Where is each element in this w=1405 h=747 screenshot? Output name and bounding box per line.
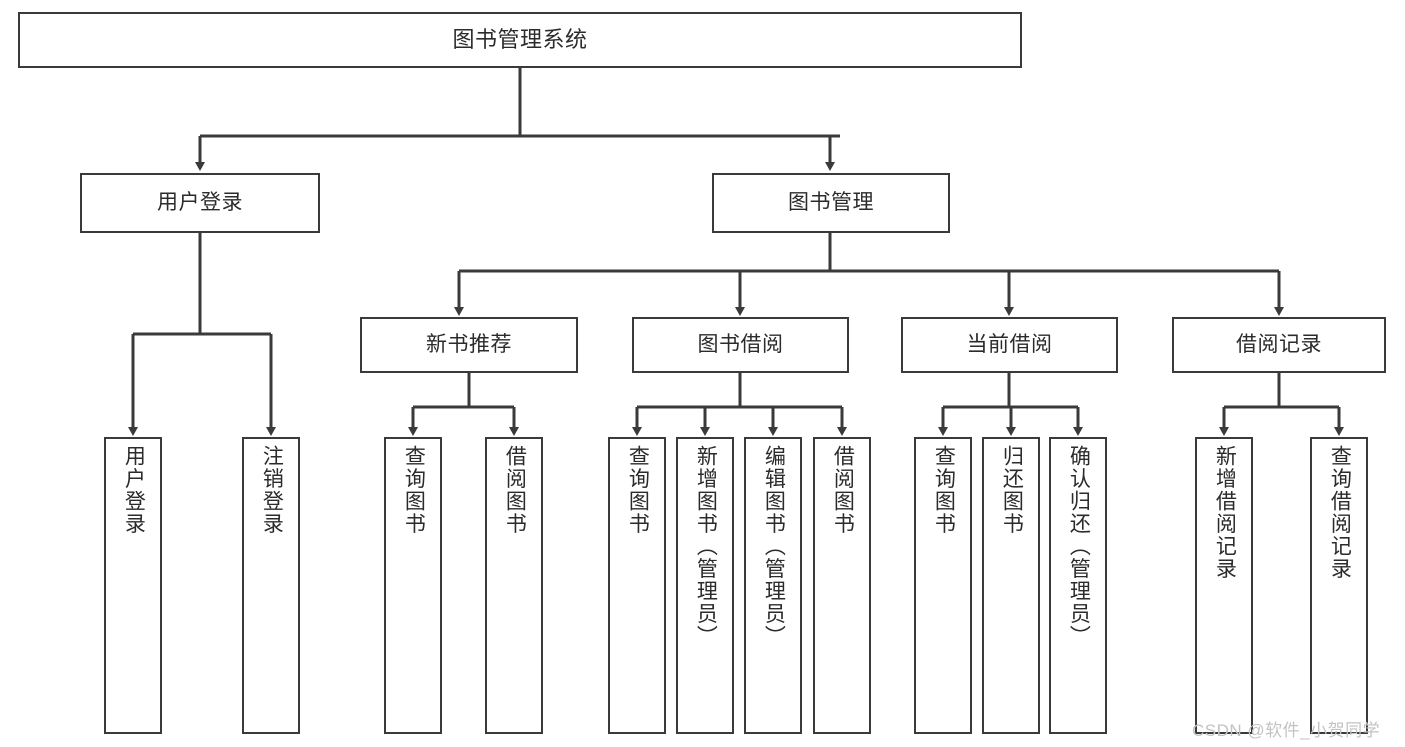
leaf-label: 查询借阅记录 xyxy=(1328,445,1352,580)
node-borrow-record[interactable]: 借阅记录 xyxy=(1172,317,1386,373)
leaf-current-borrow-return-book[interactable]: 归还图书 xyxy=(982,437,1040,734)
node-user-login[interactable]: 用户登录 xyxy=(80,173,320,233)
leaf-label: 查询图书 xyxy=(932,445,956,535)
leaf-book-borrow-add-book-admin[interactable]: 新增图书（管理员） xyxy=(676,437,734,734)
leaf-label: 借阅图书 xyxy=(503,445,527,535)
leaf-label: 查询图书 xyxy=(626,445,650,535)
node-book-management[interactable]: 图书管理 xyxy=(712,173,950,233)
node-current-borrow[interactable]: 当前借阅 xyxy=(901,317,1118,373)
csdn-watermark: CSDN @软件_小贺同学 xyxy=(1192,721,1381,740)
leaf-new-book-query-book[interactable]: 查询图书 xyxy=(384,437,442,734)
node-label: 用户登录 xyxy=(157,191,243,215)
leaf-label: 用户登录 xyxy=(122,445,146,535)
leaf-label: 查询图书 xyxy=(402,445,426,535)
leaf-user-login-logout[interactable]: 注销登录 xyxy=(242,437,300,734)
leaf-label: 借阅图书 xyxy=(831,445,855,535)
leaf-label: 确认归还（管理员） xyxy=(1067,445,1091,648)
node-label: 借阅记录 xyxy=(1236,333,1322,357)
node-label: 图书借阅 xyxy=(697,333,784,357)
leaf-book-borrow-query-book[interactable]: 查询图书 xyxy=(608,437,666,734)
leaf-label: 归还图书 xyxy=(1000,445,1024,535)
node-label: 图书管理系统 xyxy=(452,26,588,52)
leaf-borrow-record-add-record[interactable]: 新增借阅记录 xyxy=(1195,437,1253,734)
node-book-borrow[interactable]: 图书借阅 xyxy=(632,317,849,373)
leaf-current-borrow-confirm-return-admin[interactable]: 确认归还（管理员） xyxy=(1049,437,1107,734)
leaf-new-book-borrow-book[interactable]: 借阅图书 xyxy=(485,437,543,734)
leaf-label: 新增图书（管理员） xyxy=(694,445,718,648)
node-new-book-recommend[interactable]: 新书推荐 xyxy=(360,317,578,373)
leaf-user-login-login[interactable]: 用户登录 xyxy=(104,437,162,734)
leaf-label: 新增借阅记录 xyxy=(1213,445,1237,580)
leaf-borrow-record-query-record[interactable]: 查询借阅记录 xyxy=(1310,437,1368,734)
leaf-current-borrow-query-book[interactable]: 查询图书 xyxy=(914,437,972,734)
leaf-book-borrow-edit-book-admin[interactable]: 编辑图书（管理员） xyxy=(744,437,802,734)
node-label: 图书管理 xyxy=(788,191,874,215)
node-root-book-management-system[interactable]: 图书管理系统 xyxy=(18,12,1022,68)
leaf-label: 编辑图书（管理员） xyxy=(762,445,786,648)
node-label: 当前借阅 xyxy=(966,333,1053,357)
leaf-book-borrow-borrow-book[interactable]: 借阅图书 xyxy=(813,437,871,734)
leaf-label: 注销登录 xyxy=(260,445,284,535)
node-label: 新书推荐 xyxy=(426,333,512,357)
